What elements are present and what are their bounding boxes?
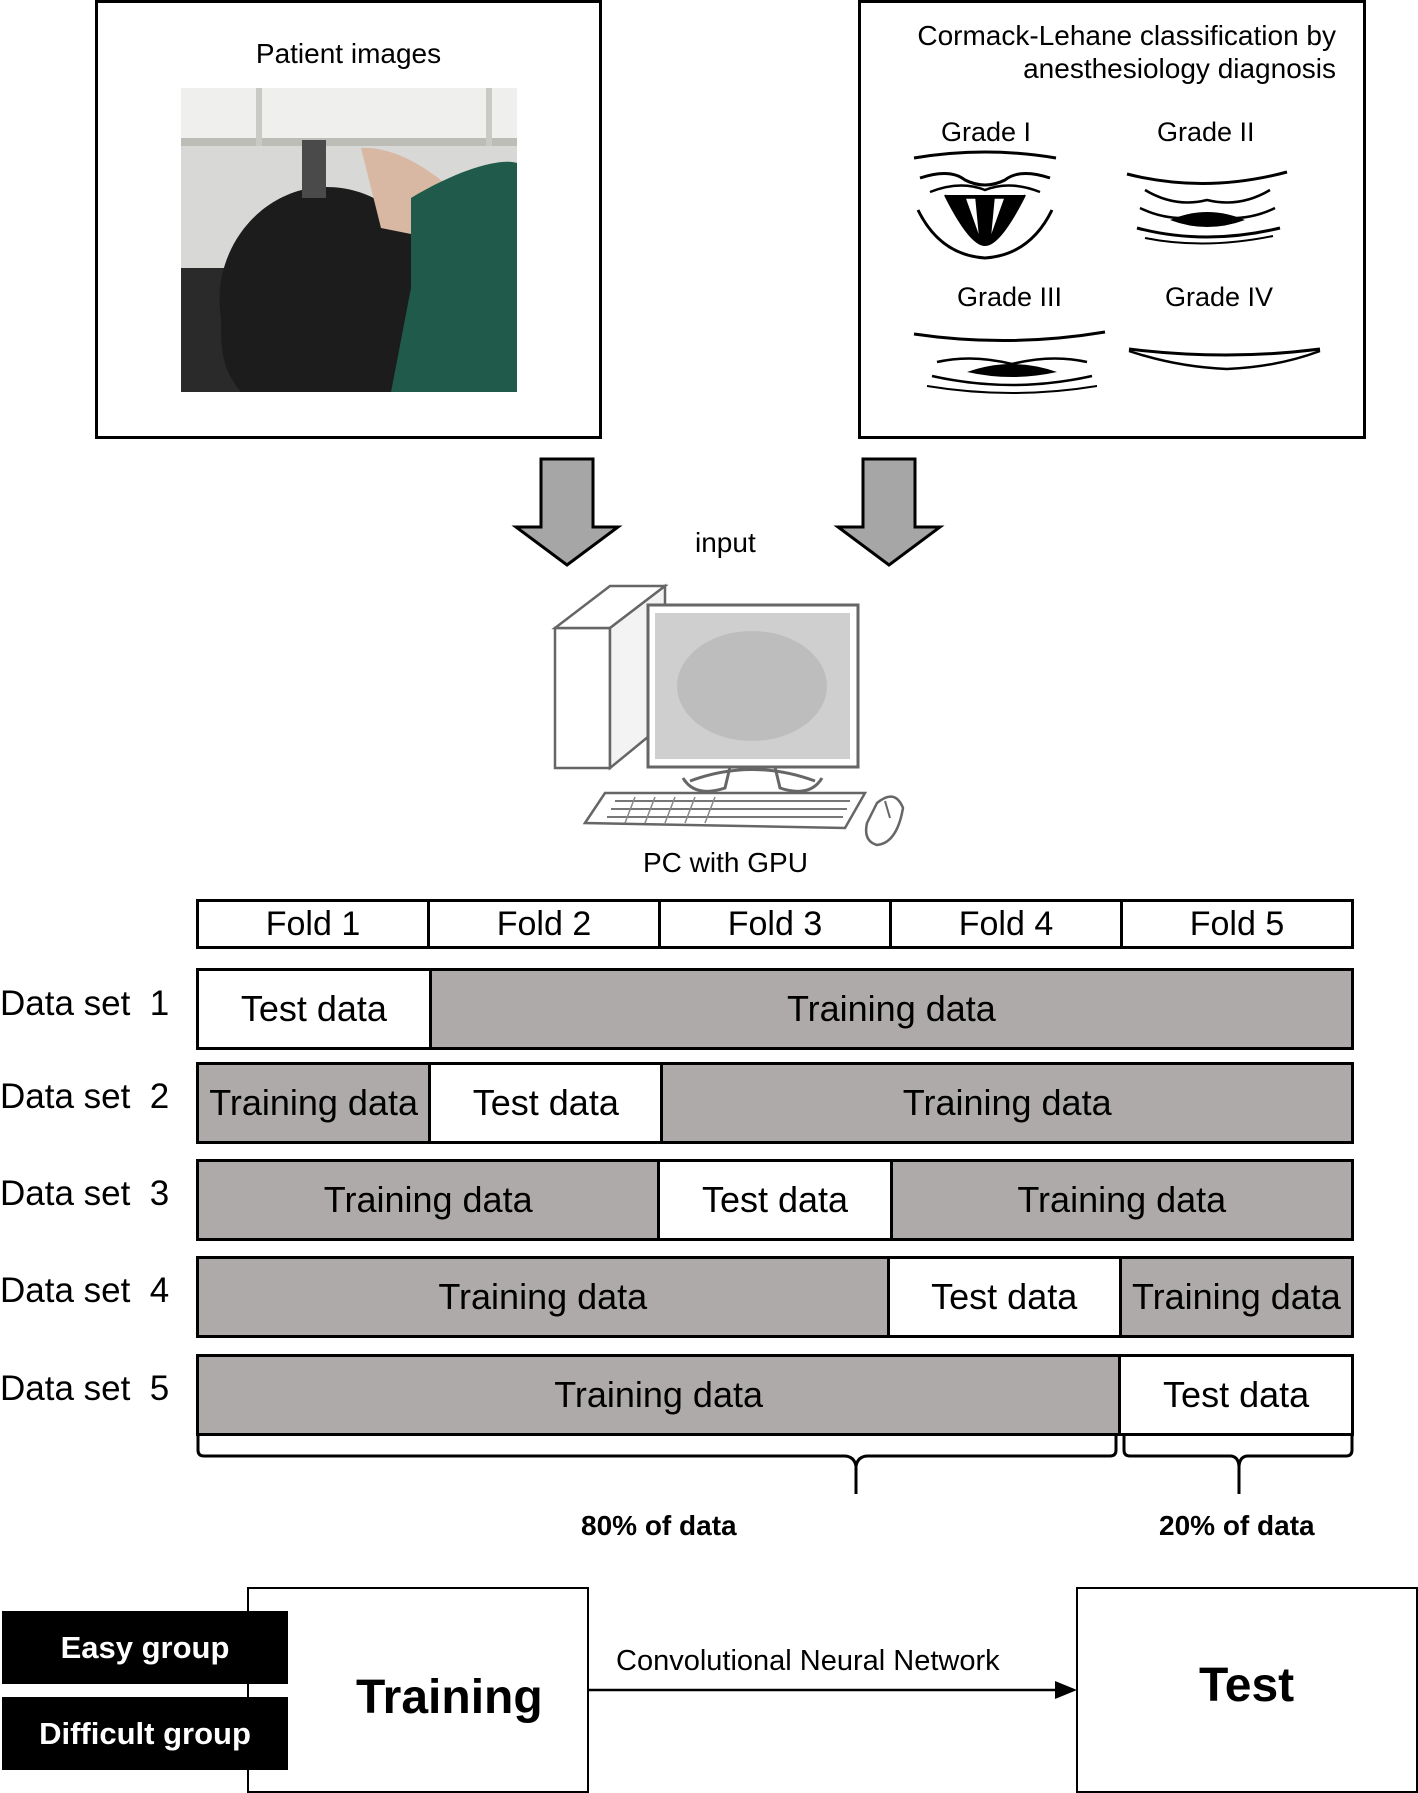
data-set-4-label: Data set 4 [0,1271,170,1310]
training-data-segment: Training data [663,1065,1351,1141]
cnn-label: Convolutional Neural Network [616,1645,1000,1677]
grade-3-larynx-drawing [913,330,1106,394]
test-data-segment: Test data [199,971,432,1047]
grade-1-larynx-drawing [913,150,1057,260]
training-data-segment: Training data [892,1162,1352,1238]
patient-images-title: Patient images [255,38,442,69]
test-data-segment: Test data [1121,1357,1351,1433]
arrow-down-left [511,457,623,567]
data-set-3-label: Data set 3 [0,1174,170,1213]
grade-4-label: Grade IV [1165,282,1274,312]
face-mask-bar [302,140,326,198]
input-label: input [695,527,756,558]
training-data-segment: Training data [199,1357,1122,1433]
test-split-label: 20% of data [1159,1510,1315,1541]
grade-2-larynx-drawing [1126,170,1288,245]
patient-photo [181,88,517,392]
fold-2-header: Fold 2 [430,902,661,946]
arrow-down-right [833,457,945,567]
cl-title-line1: Cormack-Lehane classification by [917,20,1336,51]
difficult-group-tag: Difficult group [2,1697,288,1770]
fold-5-header: Fold 5 [1189,904,1285,943]
training-data-segment: Training data [199,1259,890,1335]
test-box [1076,1587,1418,1793]
grade-4-larynx-drawing [1128,347,1321,371]
training-data-segment: Training data [199,1065,432,1141]
test-data-segment: Test data [660,1162,893,1238]
training-title: Training [356,1671,543,1724]
cormack-lehane-panel [858,0,1366,439]
fold-3-header: Fold 3 [661,902,892,946]
data-set-5-label: Data set 5 [0,1369,170,1408]
training-data-segment: Training data [431,971,1351,1047]
data-set-1-label: Data set 1 [0,984,170,1023]
training-data-segment: Training data [199,1162,661,1238]
fold-1-header: Fold 1 [199,902,430,946]
cnn-arrow [589,1681,1077,1699]
data-set-2-label: Data set 2 [0,1077,170,1116]
grade-2-label: Grade II [1157,117,1255,147]
training-data-segment: Training data [1121,1259,1351,1335]
test-data-segment: Test data [889,1259,1122,1335]
test-title: Test [1199,1659,1295,1712]
pc-label: PC with GPU [643,847,808,878]
grade-3-label: Grade III [957,282,1063,312]
pc-illustration [551,583,905,847]
fold-4-header: Fold 4 [892,902,1123,946]
train-split-label: 80% of data [581,1510,737,1541]
split-bracket [196,1434,1354,1494]
easy-group-tag: Easy group [2,1611,288,1684]
test-data-segment: Test data [431,1065,664,1141]
grade-1-label: Grade I [941,117,1032,147]
fold-header: Fold 1 Fold 2 Fold 3 Fold 4 Fold 5 [196,899,1354,949]
cl-title-line2: anesthesiology diagnosis [1023,53,1336,84]
training-box [247,1587,589,1793]
